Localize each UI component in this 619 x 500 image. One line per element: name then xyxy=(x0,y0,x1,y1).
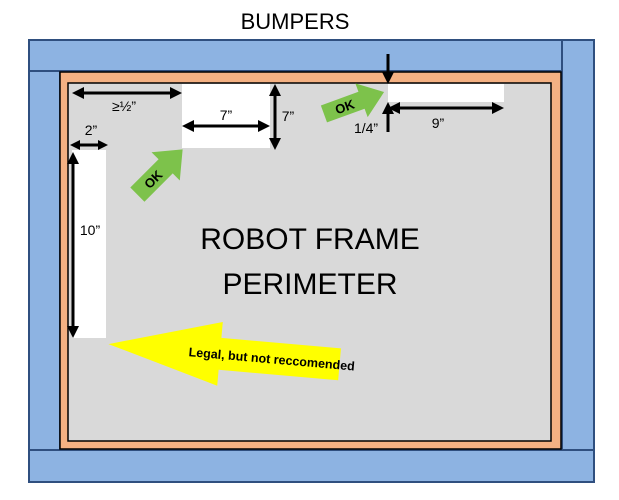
bumper-top xyxy=(28,39,595,72)
dim-notch-width-label: 7” xyxy=(220,107,233,123)
dimension-lines xyxy=(67,54,504,338)
ok-arrow-top: OK xyxy=(320,83,385,123)
dim-gap-width-label: 9” xyxy=(432,115,445,131)
dim-side-length-head-top xyxy=(67,152,79,164)
dim-gap-depth-head-top xyxy=(382,72,394,84)
dim-notch-depth-head-top xyxy=(269,84,281,96)
frame-perimeter xyxy=(67,82,552,442)
dim-min-half-head-right xyxy=(170,87,182,99)
dim-side-length-label: 10” xyxy=(80,222,101,238)
dim-min-half-label: ≥½” xyxy=(112,98,136,114)
dim-side-width-head-left xyxy=(70,140,80,150)
center-label-line1: ROBOT FRAME xyxy=(200,223,419,256)
dim-gap-depth-head-bottom xyxy=(382,102,394,114)
bumper-bottom xyxy=(28,449,595,483)
ok-arrow-top-label: OK xyxy=(333,96,357,117)
dim-gap-width-head-right xyxy=(492,102,504,114)
dim-side-width-label: 2” xyxy=(85,122,98,138)
dim-gap-depth-label: 1/4” xyxy=(354,120,378,136)
ok-arrow-left-shape xyxy=(130,149,183,202)
gap-cutout xyxy=(388,84,504,102)
notch-cutout xyxy=(182,84,270,148)
bumper-right xyxy=(561,39,595,451)
dim-notch-depth-head-bottom xyxy=(269,138,281,150)
dim-notch-width-head-left xyxy=(182,120,194,132)
center-label-line2: PERIMETER xyxy=(222,268,397,301)
bumper-left xyxy=(28,70,61,451)
diagram-title: BUMPERS xyxy=(241,9,350,34)
bumper-segments xyxy=(28,39,595,483)
dim-side-width-head-right xyxy=(98,140,108,150)
dim-notch-width-head-right xyxy=(258,120,270,132)
dim-notch-depth-label: 7” xyxy=(282,108,295,124)
side-cutout xyxy=(72,150,106,338)
dim-side-length-head-bottom xyxy=(67,326,79,338)
dim-gap-width-head-left xyxy=(388,102,400,114)
legal-note-arrow-shape xyxy=(108,321,341,386)
ok-arrow-top-shape xyxy=(320,83,385,123)
legal-note-arrow: Legal, but not reccomended xyxy=(108,321,355,386)
dim-min-half-head-left xyxy=(72,87,84,99)
